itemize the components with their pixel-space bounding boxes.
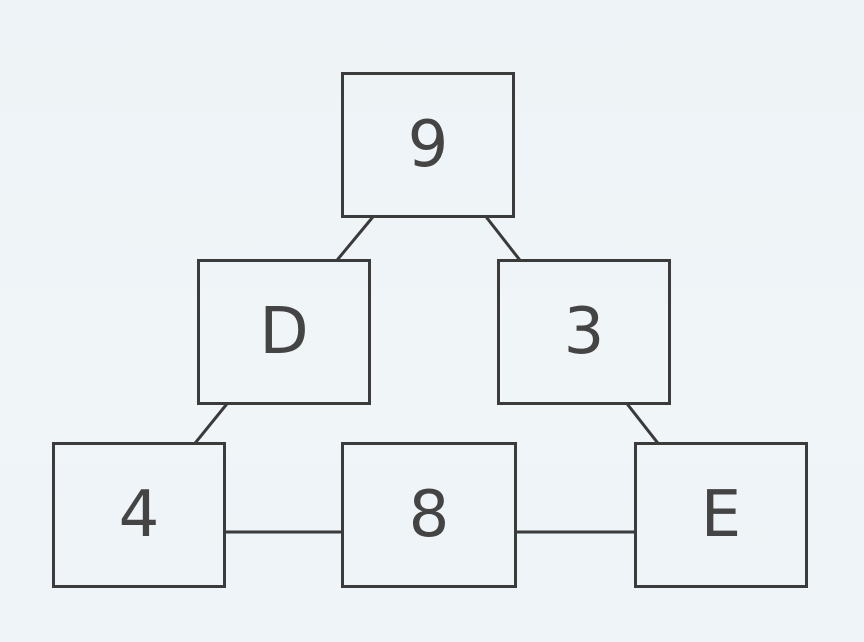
node-three: 3	[497, 259, 671, 405]
node-label: 8	[408, 478, 450, 552]
edge-top-d	[335, 215, 375, 262]
node-d: D	[197, 259, 371, 405]
node-label: 4	[118, 478, 160, 552]
node-label: E	[700, 478, 742, 552]
node-label: 3	[563, 295, 605, 369]
node-top: 9	[341, 72, 515, 218]
edge-top-three	[484, 215, 522, 262]
node-label: D	[259, 295, 309, 369]
node-four: 4	[52, 442, 226, 588]
node-label: 9	[407, 108, 449, 182]
edge-three-e	[625, 402, 660, 445]
node-e: E	[634, 442, 808, 588]
edge-d-four	[193, 402, 229, 445]
node-eight: 8	[341, 442, 517, 588]
